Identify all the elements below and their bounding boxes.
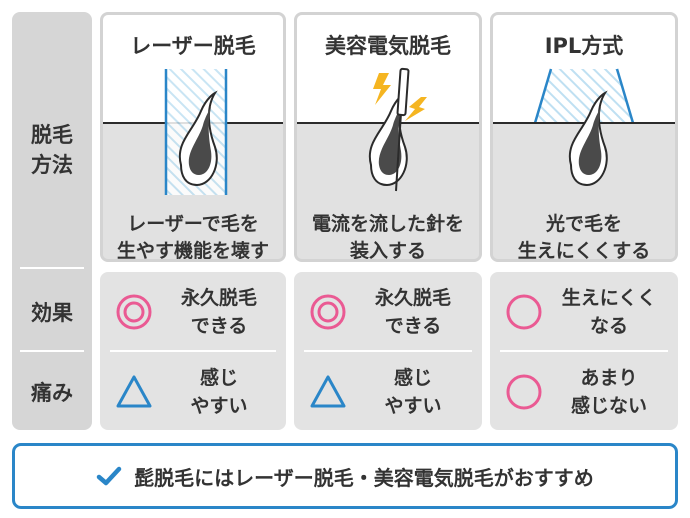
pain-text-laser-line2: やすい [190, 395, 248, 417]
eval-card-ipl: 生えにくく なる あまり 感じない [490, 272, 678, 430]
method-card-ipl: IPL方式 光で毛を 生えにくくする [490, 12, 678, 262]
method-desc-electric-line2: 装入する [349, 240, 426, 262]
effect-text-laser: 永久脱毛 できる [160, 284, 278, 340]
row-label-pain: 痛み [31, 381, 73, 405]
effect-text-laser-line1: 永久脱毛 [180, 287, 257, 309]
method-title-electric: 美容電気脱毛 [325, 34, 451, 58]
eval-card-electric: 永久脱毛 できる 感じ やすい [294, 272, 482, 430]
method-desc-laser-line2: 生やす機能を壊す [116, 240, 269, 262]
row-label-effect: 効果 [31, 301, 73, 325]
method-desc-ipl-line2: 生えにくくする [517, 240, 651, 262]
triangle-icon [116, 375, 152, 408]
method-desc-laser-line1: レーザーで毛を [127, 213, 259, 235]
method-desc-electric-line1: 電流を流した針を [311, 213, 464, 235]
row-label-method: 脱毛 方法 [12, 120, 92, 180]
ipl-light-hair-illustration [493, 15, 675, 259]
pain-text-electric: 感じ やすい [354, 364, 472, 420]
method-desc-ipl: 光で毛を 生えにくくする [493, 211, 675, 262]
method-card-electric: 美容電気脱毛 電流を流した針を 装入する [294, 12, 482, 262]
effect-text-electric-line2: できる [384, 315, 442, 337]
check-icon [96, 466, 122, 486]
pain-text-electric-line2: やすい [384, 395, 442, 417]
pain-text-laser-line1: 感じ [199, 367, 238, 389]
method-title-ipl: IPL方式 [544, 34, 624, 58]
effect-text-ipl-line1: 生えにくく [561, 287, 657, 309]
electric-needle-hair-illustration [297, 15, 479, 259]
conclusion-banner: 髭脱毛にはレーザー脱毛・美容電気脱毛がおすすめ [12, 443, 678, 509]
eval-card-laser: 永久脱毛 できる 感じ やすい [100, 272, 286, 430]
effect-text-ipl-line2: なる [589, 315, 628, 337]
double-circle-icon [310, 294, 346, 330]
effect-text-electric: 永久脱毛 できる [354, 284, 472, 340]
circle-icon [506, 294, 542, 330]
double-circle-icon [116, 294, 152, 330]
pain-text-ipl: あまり 感じない [550, 364, 668, 420]
effect-text-ipl: 生えにくく なる [550, 284, 668, 340]
laser-beam-hair-illustration [103, 15, 283, 259]
triangle-icon [310, 375, 346, 408]
row-label-column: 脱毛 方法 効果 痛み [12, 12, 92, 430]
pain-text-laser: 感じ やすい [160, 364, 278, 420]
row-label-method-line1: 脱毛 [31, 123, 73, 147]
eval-divider [500, 350, 668, 352]
eval-divider [110, 350, 276, 352]
conclusion-text: 髭脱毛にはレーザー脱毛・美容電気脱毛がおすすめ [134, 465, 594, 490]
pain-text-electric-line1: 感じ [393, 367, 432, 389]
method-desc-laser: レーザーで毛を 生やす機能を壊す [103, 211, 283, 262]
row-divider [20, 267, 84, 269]
effect-text-laser-line2: できる [190, 315, 248, 337]
row-label-method-line2: 方法 [31, 153, 73, 177]
method-title-laser: レーザー脱毛 [130, 34, 256, 58]
method-desc-electric: 電流を流した針を 装入する [297, 211, 479, 262]
method-card-laser: レーザー脱毛 レーザーで毛を 生やす機能を壊す [100, 12, 286, 262]
effect-text-electric-line1: 永久脱毛 [374, 287, 451, 309]
eval-divider [304, 350, 472, 352]
method-desc-ipl-line1: 光で毛を [545, 213, 622, 235]
pain-text-ipl-line1: あまり [580, 367, 638, 389]
row-divider [20, 350, 84, 352]
pain-text-ipl-line2: 感じない [570, 395, 647, 417]
circle-icon [506, 374, 542, 410]
